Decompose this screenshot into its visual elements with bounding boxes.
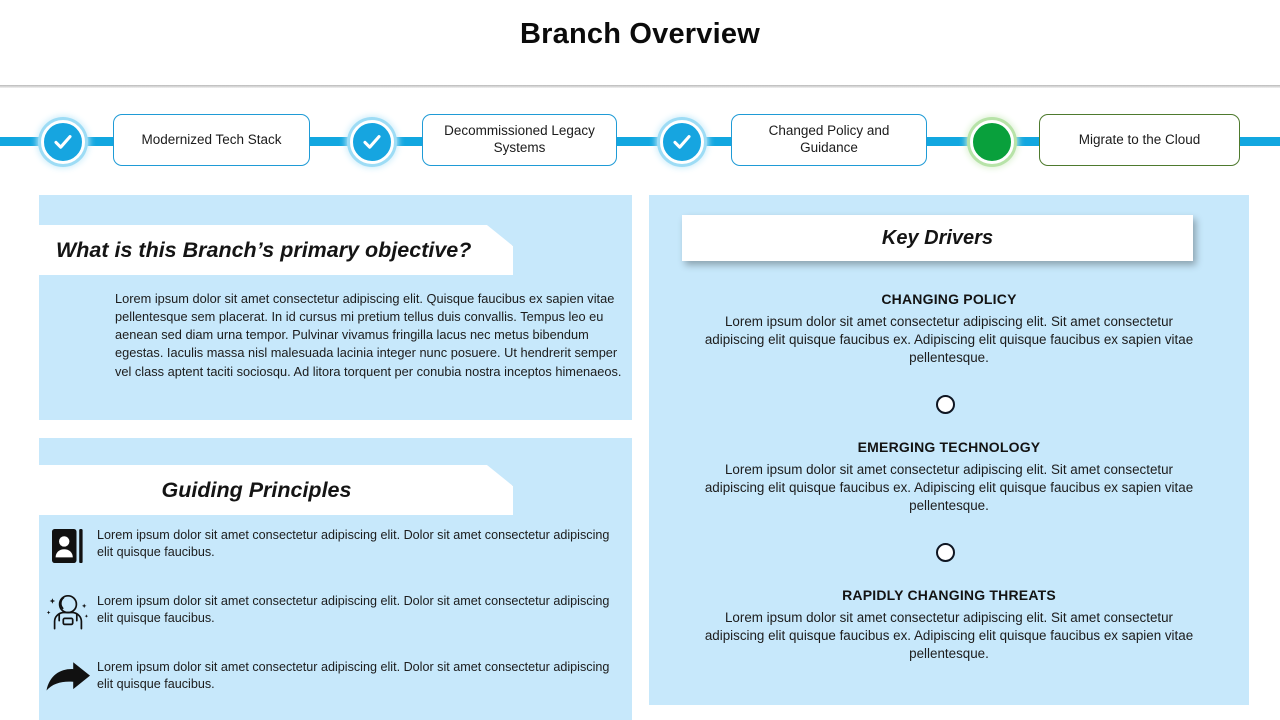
principle-text: Lorem ipsum dolor sit amet consectetur a… [97, 528, 610, 560]
timeline-node-2[interactable] [350, 120, 394, 164]
key-drivers-panel [649, 195, 1249, 705]
timeline-label-box-4[interactable]: Migrate to the Cloud [1039, 114, 1240, 166]
timeline-node-3[interactable] [660, 120, 704, 164]
driver-title: CHANGING POLICY [881, 291, 1017, 307]
astronaut-icon [39, 590, 97, 634]
hollow-circle-icon [936, 543, 955, 562]
list-item: Lorem ipsum dolor sit amet consectetur a… [39, 524, 619, 568]
timeline-label-box-2[interactable]: Decommissioned Legacy Systems [422, 114, 617, 166]
timeline-label-text: Migrate to the Cloud [1078, 131, 1201, 147]
principles-banner: Guiding Principles [0, 465, 513, 515]
objective-body-text: Lorem ipsum dolor sit amet consectetur a… [115, 291, 622, 379]
key-drivers-banner-text: Key Drivers [881, 226, 994, 249]
timeline-label-text: Changed Policy and Guidance [768, 123, 890, 155]
driver-item: RAPIDLY CHANGING THREATS Lorem ipsum dol… [649, 587, 1249, 664]
driver-body: Lorem ipsum dolor sit amet consectetur a… [704, 462, 1194, 514]
header-divider [0, 85, 1280, 88]
principle-text: Lorem ipsum dolor sit amet consectetur a… [97, 594, 610, 626]
contact-book-icon [39, 524, 97, 568]
driver-body: Lorem ipsum dolor sit amet consectetur a… [704, 314, 1194, 366]
check-circle-icon [670, 130, 694, 154]
slide-header: Branch Overview [0, 0, 1280, 88]
check-circle-icon [360, 130, 384, 154]
timeline-label-box-1[interactable]: Modernized Tech Stack [113, 114, 310, 166]
key-drivers-banner: Key Drivers [682, 215, 1193, 261]
page-title: Branch Overview [520, 18, 760, 50]
hollow-circle-icon [936, 395, 955, 414]
curved-arrow-icon [39, 656, 97, 700]
principles-list: Lorem ipsum dolor sit amet consectetur a… [39, 524, 619, 720]
objective-banner: What is this Branch’s primary objective? [0, 225, 513, 275]
driver-item: CHANGING POLICY Lorem ipsum dolor sit am… [649, 291, 1249, 368]
principles-banner-text: Guiding Principles [161, 477, 352, 502]
timeline-connector-bar [0, 137, 1280, 146]
milestone-timeline [0, 104, 1280, 180]
driver-title: EMERGING TECHNOLOGY [857, 439, 1041, 455]
timeline-label-text: Modernized Tech Stack [141, 131, 282, 147]
timeline-node-4[interactable] [970, 120, 1014, 164]
check-circle-icon [51, 130, 75, 154]
list-item: Lorem ipsum dolor sit amet consectetur a… [39, 590, 619, 634]
timeline-label-box-3[interactable]: Changed Policy and Guidance [731, 114, 927, 166]
objective-banner-text: What is this Branch’s primary objective? [56, 237, 472, 262]
driver-item: EMERGING TECHNOLOGY Lorem ipsum dolor si… [649, 439, 1249, 516]
list-item: Lorem ipsum dolor sit amet consectetur a… [39, 656, 619, 700]
principle-text: Lorem ipsum dolor sit amet consectetur a… [97, 660, 610, 692]
driver-body: Lorem ipsum dolor sit amet consectetur a… [704, 610, 1194, 662]
timeline-node-1[interactable] [41, 120, 85, 164]
timeline-label-text: Decommissioned Legacy Systems [444, 123, 595, 155]
driver-title: RAPIDLY CHANGING THREATS [842, 587, 1056, 603]
